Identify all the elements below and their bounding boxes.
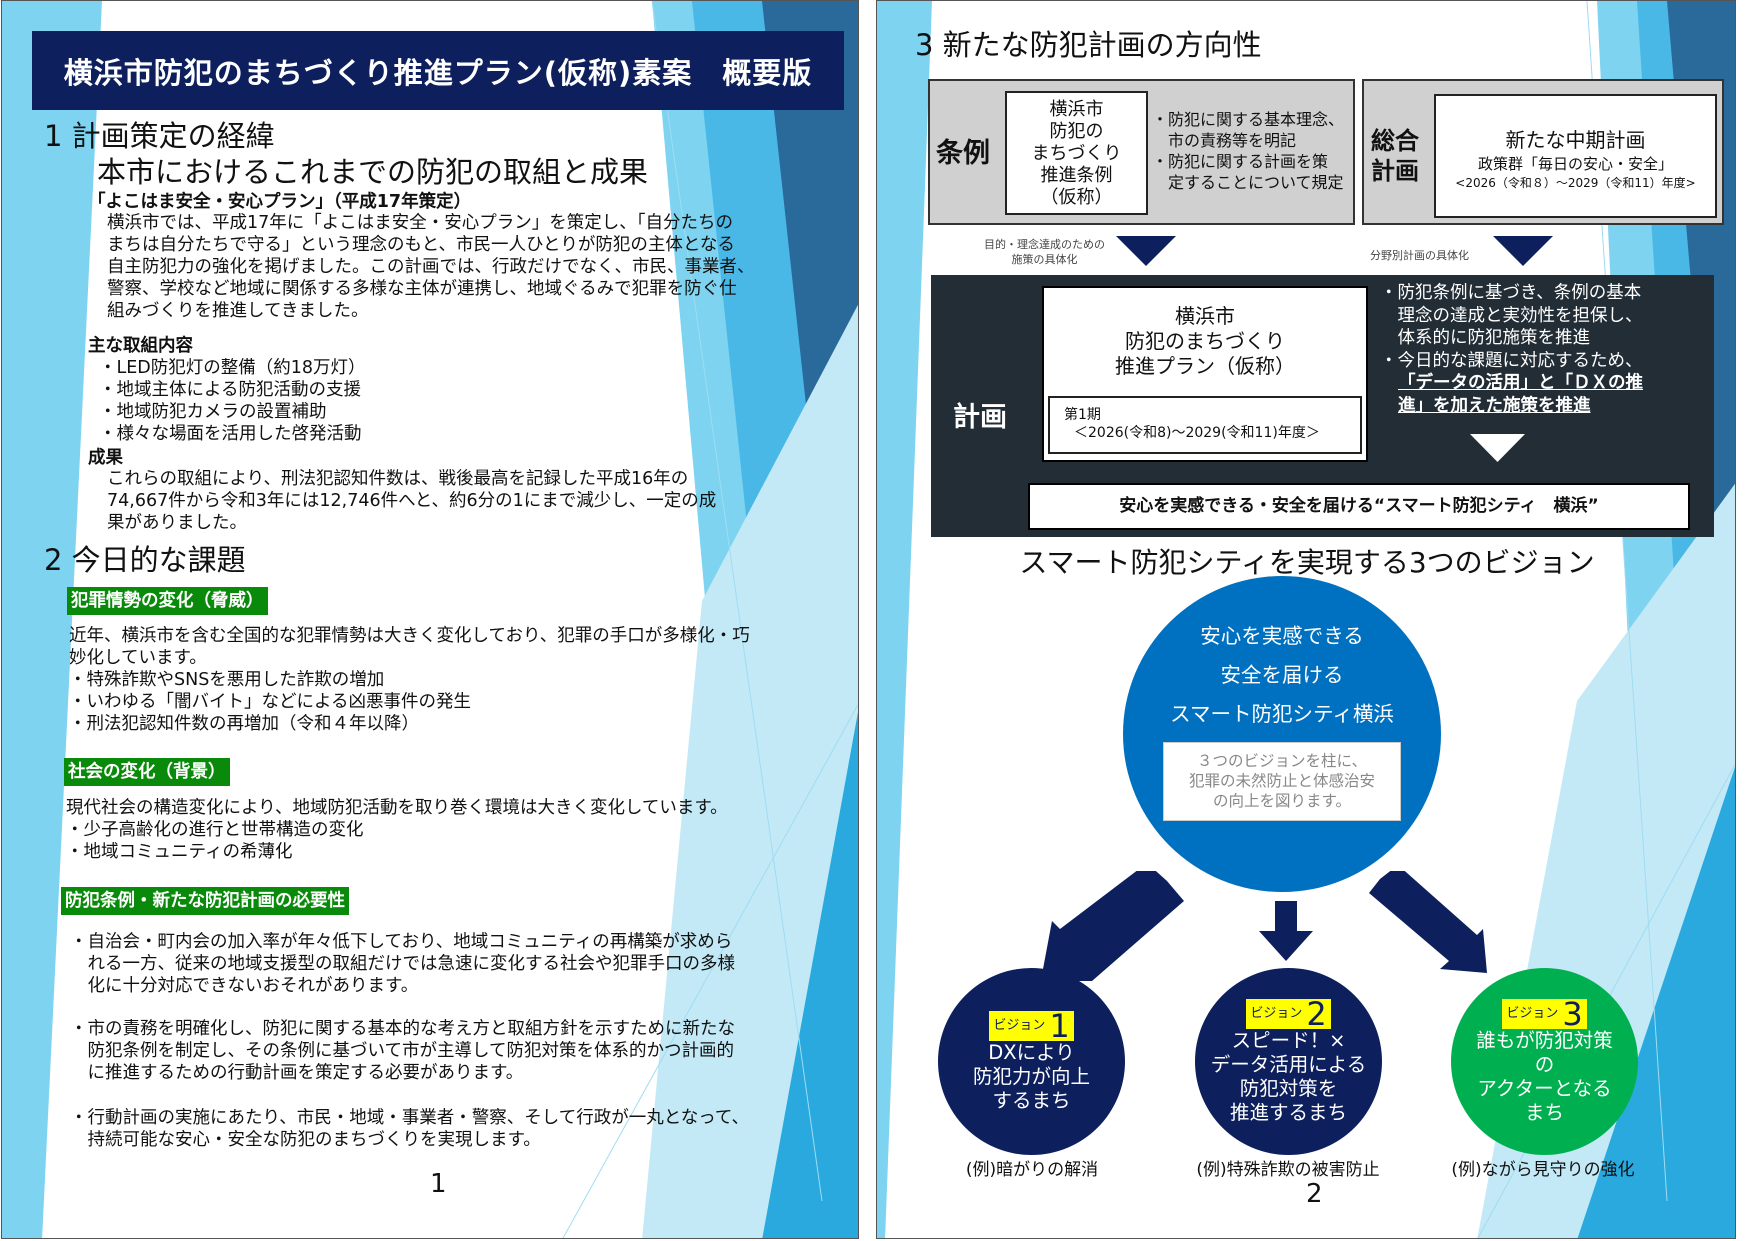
general-plan-inner: 新たな中期計画 政策群「毎日の安心・安全」 <2026（令和８）～2029（令和… [1434,94,1717,218]
general-plan-period: <2026（令和８）～2029（令和11）年度> [1455,176,1696,190]
caption-right: 分野別計画の具体化 [1370,249,1469,262]
main-circle-note: ３つのビジョンを柱に、 犯罪の未然防止と体感治安 の向上を図ります。 [1163,742,1401,821]
ordinance-name: 横浜市 防犯の まちづくり 推進条例 （仮称） [1005,91,1148,215]
section2-heading: 2 今日的な課題 [44,543,246,577]
plan-name: 横浜市 防犯のまちづくり 推進プラン（仮称） [1115,304,1295,378]
plan-name-box: 横浜市 防犯のまちづくり 推進プラン（仮称） 第1期 ＜2026(令和8)～20… [1042,286,1368,462]
general-plan-policy: 政策群「毎日の安心・安全」 [1477,155,1673,173]
crime-situation-text: 近年、横浜市を含む全国的な犯罪情勢は大きく変化しており、犯罪の手口が多様化・巧 … [69,626,750,734]
ordinance-description: ・防犯に関する基本理念、 市の責務等を明記 ・防犯に関する計画を策 定することに… [1152,110,1345,192]
main-circle-line: スマート防犯シティ横浜 [1170,702,1394,726]
plan-term: 第1期 [1064,407,1101,423]
vision-heading: スマート防犯シティを実現する3つのビジョン [1019,546,1595,579]
activities-heading: 主な取組内容 [88,336,193,356]
social-change-text: 現代社会の構造変化により、地域防犯活動を取り巻く環境は大きく変化しています。 ・… [66,798,728,862]
plan-term-box: 第1期 ＜2026(令和8)～2029(令和11)年度＞ [1048,396,1362,454]
results-text: これらの取組により、刑法犯認知件数は、戦後最高を記録した平成16年の 74,66… [107,469,717,533]
main-circle-line: 安心を実感できる [1200,624,1364,648]
ordinance-box: 条例 横浜市 防犯の まちづくり 推進条例 （仮称） ・防犯に関する基本理念、 … [928,79,1355,225]
vision-1-text: DXにより 防犯力が向上 するまち [972,1040,1090,1112]
list-item: ・地域防犯カメラの設置補助 [99,402,327,422]
section1-subheading: 本市におけるこれまでの防犯の取組と成果 [97,155,649,189]
label-necessity: 防犯条例・新たな防犯計画の必要性 [61,887,349,915]
vision-2-example: (例)特殊詐欺の被害防止 [1196,1160,1380,1180]
vision-3-text: 誰もが防犯対策 の アクターとなる まち [1476,1028,1613,1124]
section1-heading: 1 計画策定の経緯 [44,119,275,153]
list-item: ・地域主体による防犯活動の支援 [99,380,361,400]
document-title: 横浜市防犯のまちづくり推進プラン(仮称)素案 概要版 [32,31,844,110]
vision-2-text: スピード！× データ活用による 防犯対策を 推進するまち [1210,1028,1367,1124]
necessity-bullet: ・行動計画の実施にあたり、市民・地域・事業者・警察、そして行政が一丸となって、 … [70,1108,749,1150]
arrow-down-left-icon [1043,871,1184,981]
ordinance-label: 条例 [936,138,990,169]
plan-label: 計画 [953,402,1007,433]
results-heading: 成果 [88,448,123,468]
label-crime-situation: 犯罪情勢の変化（脅威） [67,587,268,615]
plan-description-emphasis: 「データの活用」と「ＤＸの推 進」を加えた施策を推進 [1398,373,1643,416]
arrows [1043,871,1487,981]
general-plan-box: 総合 計画 新たな中期計画 政策群「毎日の安心・安全」 <2026（令和８）～2… [1362,79,1724,225]
list-item: ・様々な場面を活用した啓発活動 [99,424,362,444]
down-triangle-icon [1470,434,1525,462]
main-vision-circle: 安心を実感できる 安全を届ける スマート防犯シティ横浜 ３つのビジョンを柱に、 … [1123,576,1441,892]
page-1: 横浜市防犯のまちづくり推進プラン(仮称)素案 概要版 1 計画策定の経緯 本市に… [1,0,859,1239]
plan-title: 「よこはま安全・安心プラン」（平成17年策定） [88,192,472,212]
necessity-bullet: ・自治会・町内会の加入率が年々低下しており、地域コミュニティの再構築が求めら れ… [70,932,735,996]
vision-1-example: (例)暗がりの解消 [965,1160,1099,1180]
page-number: 2 [1306,1179,1323,1209]
plan-text: 横浜市では、平成17年に「よこはま安全・安心プラン」を策定し、「自分たちの まち… [107,213,755,321]
slogan-bar: 安心を実感できる・安全を届ける“スマート防犯シティ 横浜” [1028,483,1690,530]
section3-heading: 3 新たな防犯計画の方向性 [915,28,1262,62]
arrow-down-icon [1259,901,1313,961]
activities-list: ・LED防犯灯の整備（約18万灯） ・地域主体による防犯活動の支援 ・地域防犯カ… [99,357,366,445]
down-triangle-icon [1116,236,1176,266]
general-plan-title: 新たな中期計画 [1505,128,1646,152]
general-plan-label: 総合 計画 [1371,127,1419,185]
page-2: 3 新たな防犯計画の方向性 条例 横浜市 防犯の まちづくり 推進条例 （仮称）… [876,0,1736,1239]
plan-term-period: ＜2026(令和8)～2029(令和11)年度＞ [1074,425,1320,441]
list-item: ・LED防犯灯の整備（約18万灯） [99,358,366,378]
arrow-down-right-icon [1369,871,1487,973]
plan-description-text: ・防犯条例に基づき、条例の基本 理念の達成と実効性を担保し、 体系的に防犯施策を… [1380,283,1643,371]
caption-left: 目的・理念達成のための 施策の具体化 [984,238,1105,266]
down-triangle-icon [1493,236,1553,266]
necessity-bullet: ・市の責務を明確化し、防犯に関する基本的な考え方と取組方針を示すために新たな 防… [70,1019,735,1083]
background-decoration [2,1,858,1238]
page-number: 1 [430,1169,447,1199]
label-social-change: 社会の変化（背景） [64,758,230,786]
vision-3-example: (例)ながら見守りの強化 [1451,1160,1635,1180]
main-circle-line: 安全を届ける [1220,663,1344,687]
plan-description: ・防犯条例に基づき、条例の基本 理念の達成と実効性を担保し、 体系的に防犯施策を… [1380,282,1643,417]
plan-panel: 計画 横浜市 防犯のまちづくり 推進プラン（仮称） 第1期 ＜2026(令和8)… [931,275,1714,537]
